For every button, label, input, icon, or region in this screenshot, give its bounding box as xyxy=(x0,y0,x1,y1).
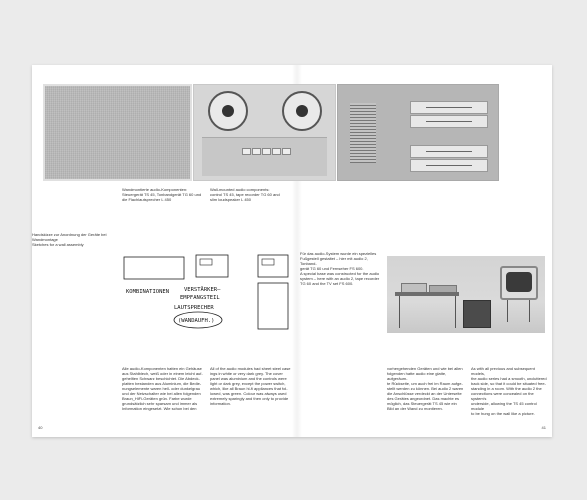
tape-key xyxy=(282,148,291,155)
sketch-text-2: VERSTÄRKER– xyxy=(184,286,221,293)
tv-set xyxy=(500,266,538,300)
reel-right-icon xyxy=(282,91,322,131)
page-number-left: 40 xyxy=(38,425,43,430)
stand-leg xyxy=(399,296,400,328)
tv-leg xyxy=(529,300,530,322)
sketch-modules xyxy=(257,254,289,330)
tuner-scale xyxy=(410,159,488,172)
caption-wall-en: Wall-mounted audio components: control T… xyxy=(210,187,280,202)
tape-key xyxy=(252,148,261,155)
amp-grille xyxy=(350,103,376,163)
body-col-1: Alle audio-Komponenten hatten ein Gehäus… xyxy=(122,366,203,411)
page-fold xyxy=(292,65,302,437)
sketch-text-5: (WANDAUFH.) xyxy=(178,318,214,324)
tuner-scale xyxy=(410,115,488,128)
control-unit-photo xyxy=(337,84,499,181)
tuner-scale xyxy=(410,101,488,114)
wall-assembly-sketch: KOMBINATIONEN VERSTÄRKER– EMPFANGSTEIL L… xyxy=(123,254,229,329)
tape-key xyxy=(242,148,251,155)
tuner-scale xyxy=(410,145,488,158)
body-col-4: As with all previous and subsequent mode… xyxy=(471,366,547,416)
storage-cabinet xyxy=(463,300,491,328)
tape-key xyxy=(262,148,271,155)
tape-recorder-photo xyxy=(193,84,336,181)
tv-leg xyxy=(507,300,508,322)
caption-wall-de: Wandmontierte audio-Komponenten: Steuerg… xyxy=(122,187,202,202)
caption-sketch: Handskizze zur Anordnung der Geräte bei … xyxy=(32,232,107,247)
sketch-text-3: EMPFANGSTEIL xyxy=(180,295,220,301)
living-room-photo xyxy=(387,256,545,333)
sketch-text-4: LAUTSPRECHER xyxy=(174,305,214,311)
speaker-photo xyxy=(43,84,192,181)
sketch-text-1: KOMBINATIONEN xyxy=(126,289,169,295)
body-col-3: vorhergehenden Geräten und wie bei allen… xyxy=(387,366,464,411)
page-number-right: 41 xyxy=(541,425,546,430)
stand-leg xyxy=(455,296,456,328)
book-spread: Wandmontierte audio-Komponenten: Steuerg… xyxy=(32,65,552,437)
tape-key xyxy=(272,148,281,155)
reel-left-icon xyxy=(208,91,248,131)
caption-room: Für das audio-System wurde ein spezielle… xyxy=(300,251,380,286)
base-stand xyxy=(395,292,459,296)
body-col-2: All of the audio modules had sheet steel… xyxy=(210,366,291,406)
tape-control-panel xyxy=(202,137,327,176)
